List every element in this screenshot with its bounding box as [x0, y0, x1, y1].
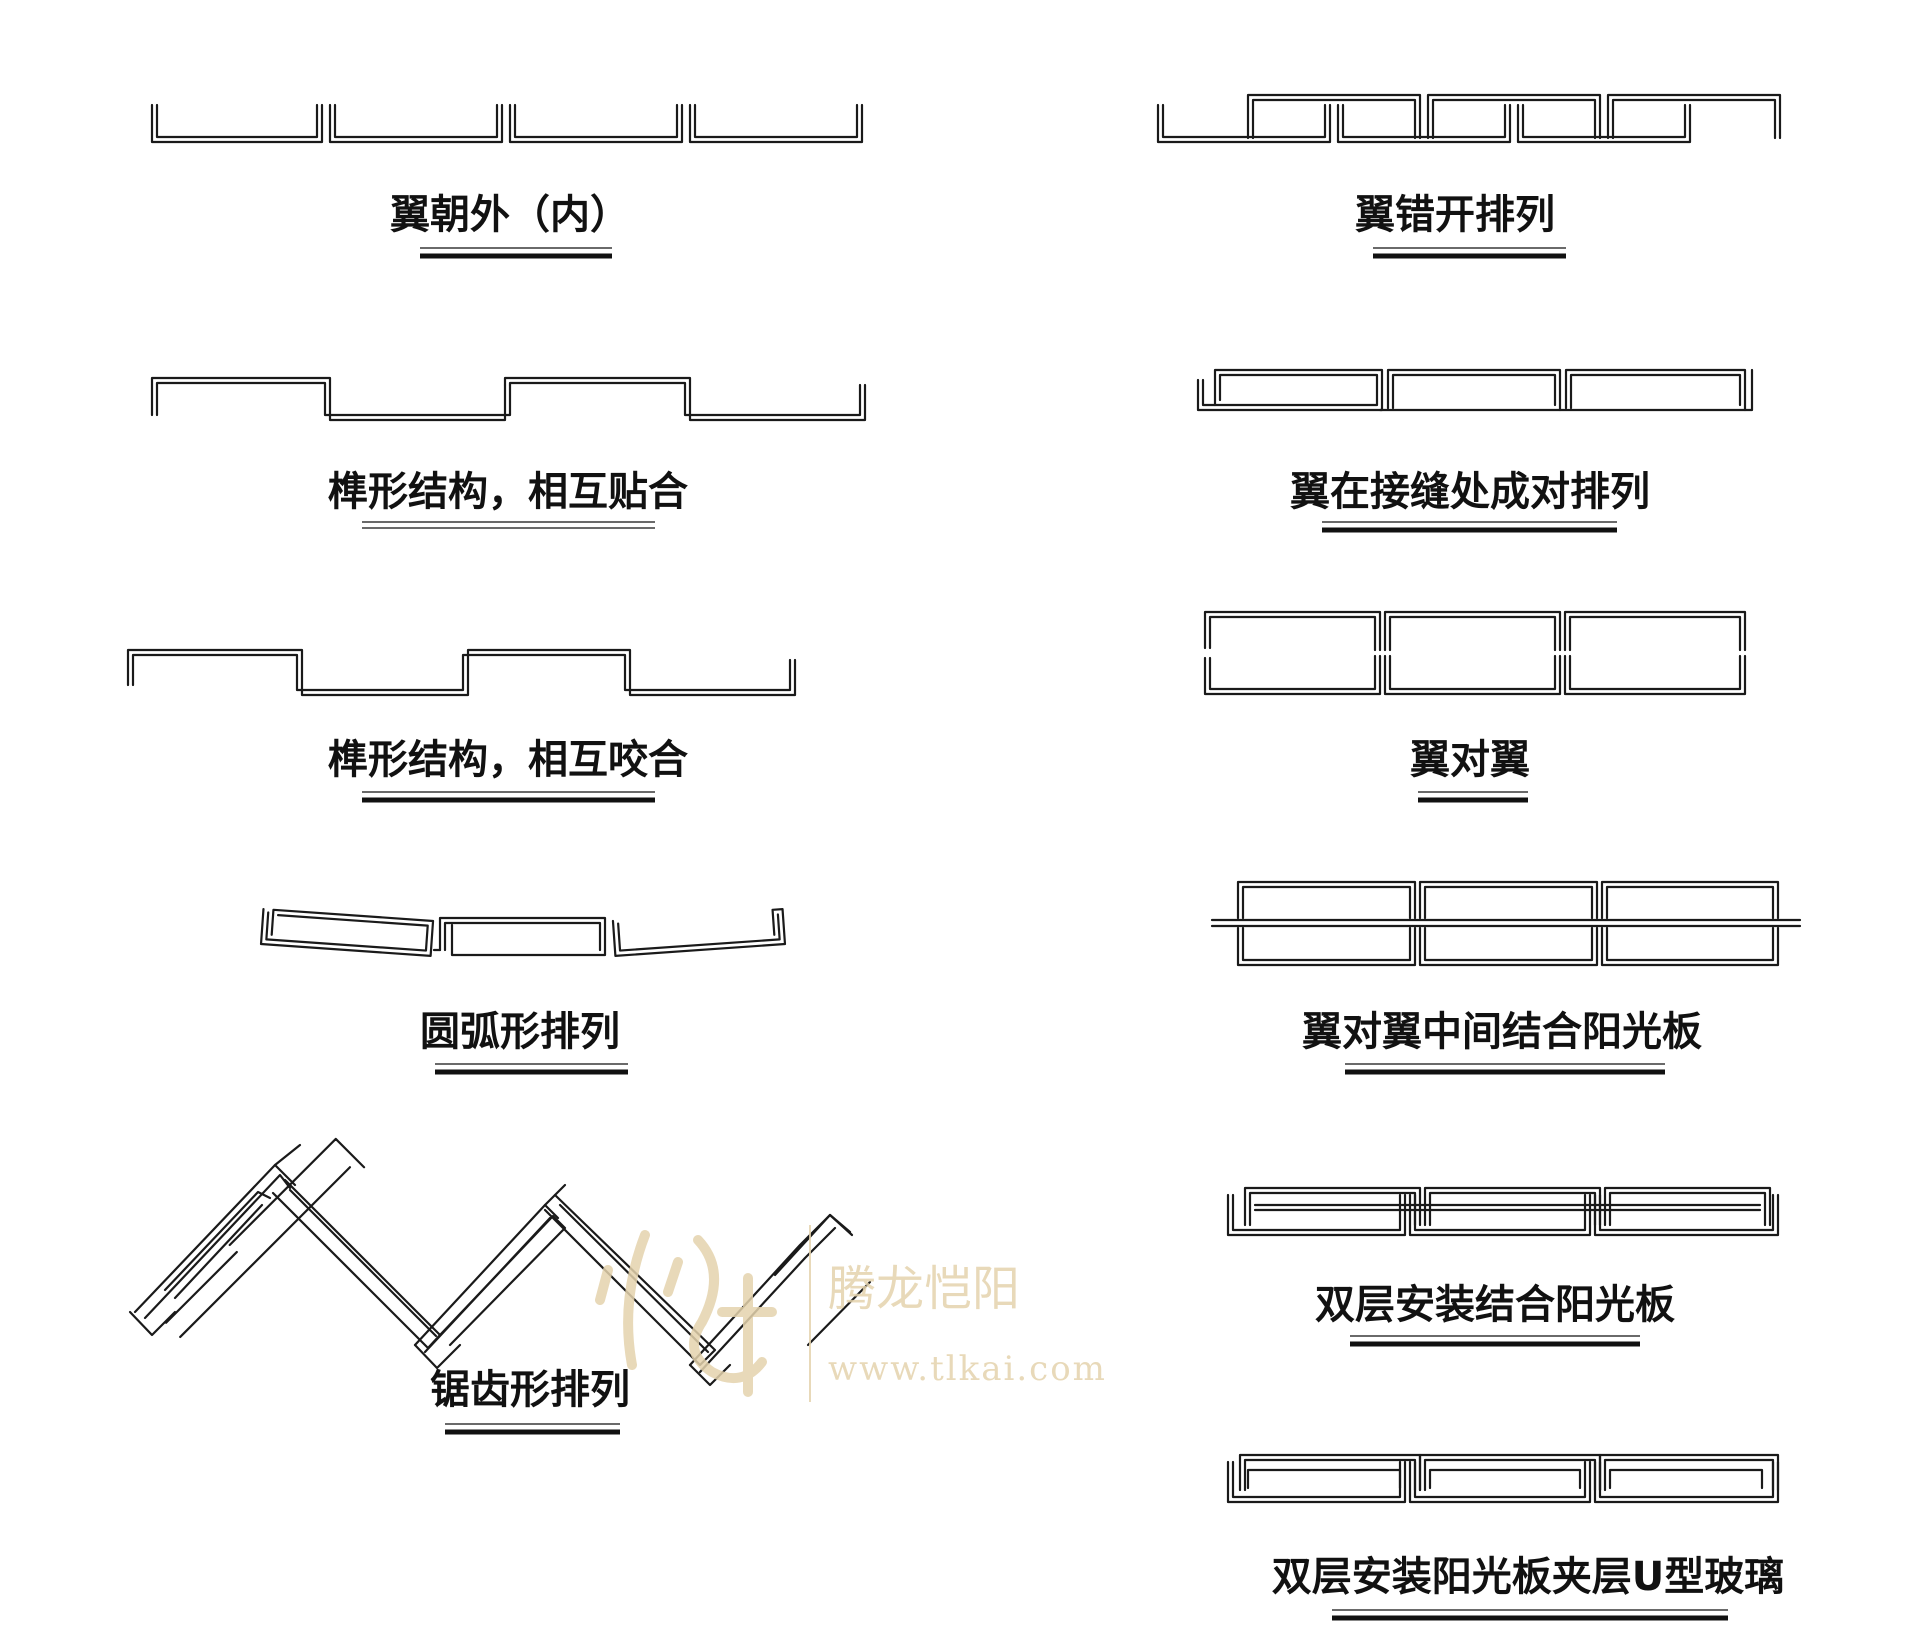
label-sawtooth: 锯齿形排列	[430, 1367, 630, 1413]
watermark: 腾龙恺阳 www.tlkai.com	[595, 1225, 1107, 1402]
label-arc: 圆弧形排列	[420, 1009, 620, 1055]
profile-sawtooth	[128, 1137, 872, 1387]
profile-wing-outward	[150, 103, 864, 144]
watermark-logo-mark	[595, 1230, 777, 1397]
label-wing-staggered: 翼错开排列	[1355, 192, 1555, 238]
watermark-brand: 腾龙恺阳	[828, 1261, 1020, 1317]
label-double-layer-u-glass: 双层安装阳光板夹层U型玻璃	[1272, 1554, 1784, 1600]
profile-wing-paired-at-joint	[1196, 368, 1754, 412]
watermark-url: www.tlkai.com	[828, 1349, 1107, 1389]
label-wing-to-wing-sunboard: 翼对翼中间结合阳光板	[1302, 1009, 1702, 1055]
profile-double-layer-sunboard	[1226, 1186, 1780, 1237]
profile-tenon-fit	[150, 376, 867, 422]
label-double-layer-sunboard: 双层安装结合阳光板	[1315, 1282, 1675, 1328]
label-wing-paired-at-joint: 翼在接缝处成对排列	[1290, 469, 1650, 515]
profile-wing-to-wing	[1203, 610, 1747, 696]
profile-double-layer-u-glass	[1226, 1453, 1780, 1504]
profile-arc	[259, 908, 787, 957]
profile-tenon-interlock	[126, 648, 797, 697]
label-wing-outward: 翼朝外（内）	[390, 192, 630, 238]
label-wing-to-wing: 翼对翼	[1410, 737, 1530, 783]
label-tenon-interlock: 榫形结构，相互咬合	[328, 737, 688, 783]
label-tenon-fit: 榫形结构，相互贴合	[328, 469, 688, 515]
profile-wing-staggered	[1156, 93, 1782, 144]
profile-wing-to-wing-sunboard	[1210, 880, 1802, 967]
